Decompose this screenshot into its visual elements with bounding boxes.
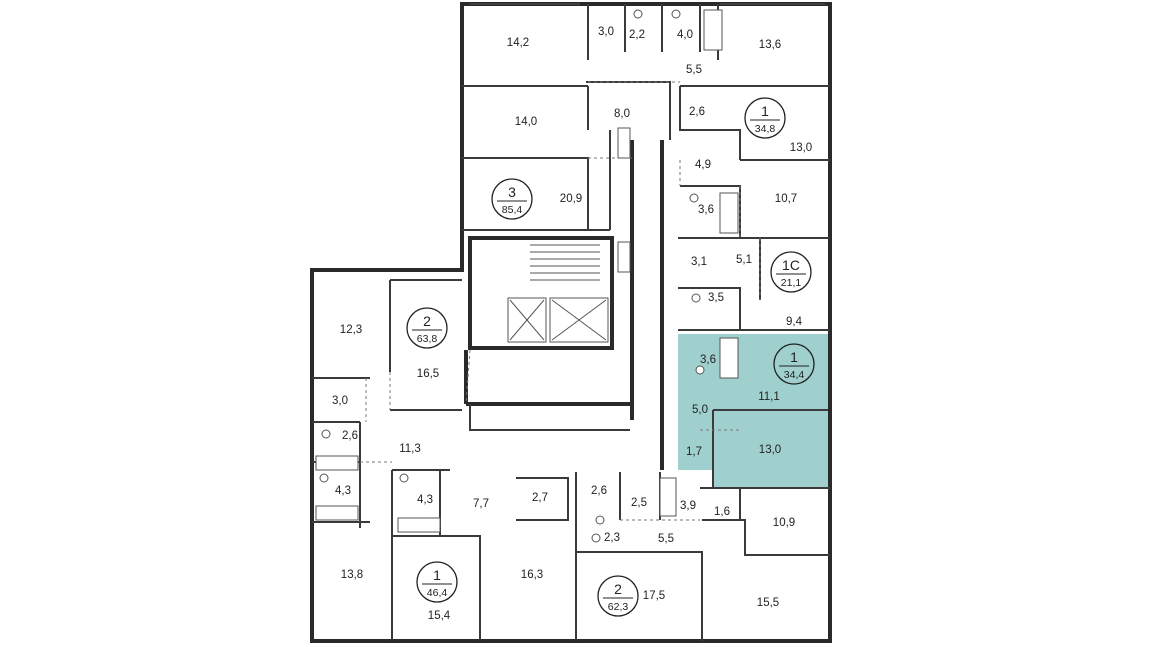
room-area-label: 2,6 bbox=[689, 106, 705, 118]
apartment-total-area: 62,3 bbox=[608, 601, 629, 613]
outer-walls bbox=[310, 2, 832, 643]
apartment-total-area: 34,8 bbox=[755, 123, 776, 135]
apartment-total-area: 34,4 bbox=[784, 369, 805, 381]
room-area-label: 8,0 bbox=[614, 108, 630, 120]
room-area-label: 14,2 bbox=[507, 37, 529, 49]
room-area-label: 10,7 bbox=[775, 193, 797, 205]
apartment-marker[interactable]: 134,8 bbox=[744, 97, 786, 139]
room-area-label: 3,6 bbox=[700, 354, 716, 366]
room-area-label: 13,6 bbox=[759, 39, 781, 51]
room-area-label: 2,7 bbox=[532, 492, 548, 504]
room-area-label: 5,5 bbox=[686, 64, 702, 76]
room-area-label: 9,4 bbox=[786, 316, 803, 328]
apartment-total-area: 21,1 bbox=[781, 277, 802, 289]
apartment-room-count: 2 bbox=[614, 581, 622, 597]
room-area-label: 7,7 bbox=[473, 498, 489, 510]
room-area-label: 5,5 bbox=[658, 533, 674, 545]
apartment-room-count: 1 bbox=[761, 103, 769, 119]
room-area-label: 17,5 bbox=[643, 590, 665, 602]
apartment-marker[interactable]: 263,8 bbox=[406, 307, 448, 349]
room-area-label: 11,3 bbox=[399, 443, 421, 455]
room-area-label: 2,2 bbox=[629, 29, 645, 41]
apartment-room-count: 1 bbox=[790, 349, 798, 365]
room-area-label: 5,0 bbox=[692, 404, 708, 416]
apartment-marker-circle bbox=[406, 307, 448, 349]
apartment-room-count: 3 bbox=[508, 184, 516, 200]
apartment-marker[interactable]: 385,4 bbox=[491, 178, 533, 220]
room-area-label: 11,1 bbox=[758, 391, 780, 403]
room-area-label: 13,8 bbox=[341, 569, 363, 581]
apartment-marker-circle bbox=[770, 251, 812, 293]
room-area-label: 15,4 bbox=[428, 610, 451, 622]
apartment-room-count: 2 bbox=[423, 313, 431, 329]
room-area-label: 2,6 bbox=[342, 430, 358, 442]
room-area-label: 20,9 bbox=[560, 193, 582, 205]
room-area-label: 4,3 bbox=[335, 485, 351, 497]
room-area-label: 13,0 bbox=[759, 444, 781, 456]
room-area-label: 5,1 bbox=[736, 254, 752, 266]
room-area-label: 14,0 bbox=[515, 116, 537, 128]
apartment-room-count: 1С bbox=[782, 257, 800, 273]
room-area-label: 2,3 bbox=[604, 532, 620, 544]
room-area-label: 1,7 bbox=[686, 446, 702, 458]
room-area-label: 12,3 bbox=[340, 324, 362, 336]
room-area-label: 3,1 bbox=[691, 256, 707, 268]
apartment-marker[interactable]: 1С 21,1 bbox=[770, 251, 812, 293]
fixtures bbox=[315, 9, 739, 543]
apartment-marker[interactable]: 134,4 bbox=[773, 343, 815, 385]
room-area-label: 4,3 bbox=[417, 494, 433, 506]
room-area-label: 16,3 bbox=[521, 569, 543, 581]
interior-walls bbox=[312, 4, 830, 641]
room-area-label: 1,6 bbox=[714, 506, 730, 518]
room-area-label: 2,6 bbox=[591, 485, 607, 497]
apartment-marker-circle bbox=[744, 97, 786, 139]
room-area-label: 16,5 bbox=[417, 368, 439, 380]
room-area-label: 3,5 bbox=[708, 292, 724, 304]
apartment-marker-circle bbox=[773, 343, 815, 385]
apartment-room-count: 1 bbox=[433, 567, 441, 583]
apartment-marker[interactable]: 262,3 bbox=[597, 575, 639, 617]
room-area-label: 3,0 bbox=[332, 395, 348, 407]
room-area-label: 3,0 bbox=[598, 26, 614, 38]
apartment-marker[interactable]: 146,4 bbox=[416, 561, 458, 603]
apartment-marker-circle bbox=[416, 561, 458, 603]
apartment-marker-circle bbox=[491, 178, 533, 220]
apartment-total-area: 85,4 bbox=[502, 204, 523, 216]
room-area-label: 15,5 bbox=[757, 597, 779, 609]
room-area-label: 13,0 bbox=[790, 142, 812, 154]
dashed-lines bbox=[360, 81, 761, 521]
room-area-label: 3,9 bbox=[680, 500, 696, 512]
apartment-marker-circle bbox=[597, 575, 639, 617]
room-area-label: 2,5 bbox=[631, 497, 647, 509]
room-area-label: 4,0 bbox=[677, 29, 693, 41]
room-area-label: 10,9 bbox=[773, 517, 795, 529]
room-area-label: 3,6 bbox=[698, 204, 714, 216]
room-area-label: 4,9 bbox=[695, 159, 711, 171]
apartment-total-area: 63,8 bbox=[417, 333, 438, 345]
apartment-total-area: 46,4 bbox=[427, 587, 448, 599]
